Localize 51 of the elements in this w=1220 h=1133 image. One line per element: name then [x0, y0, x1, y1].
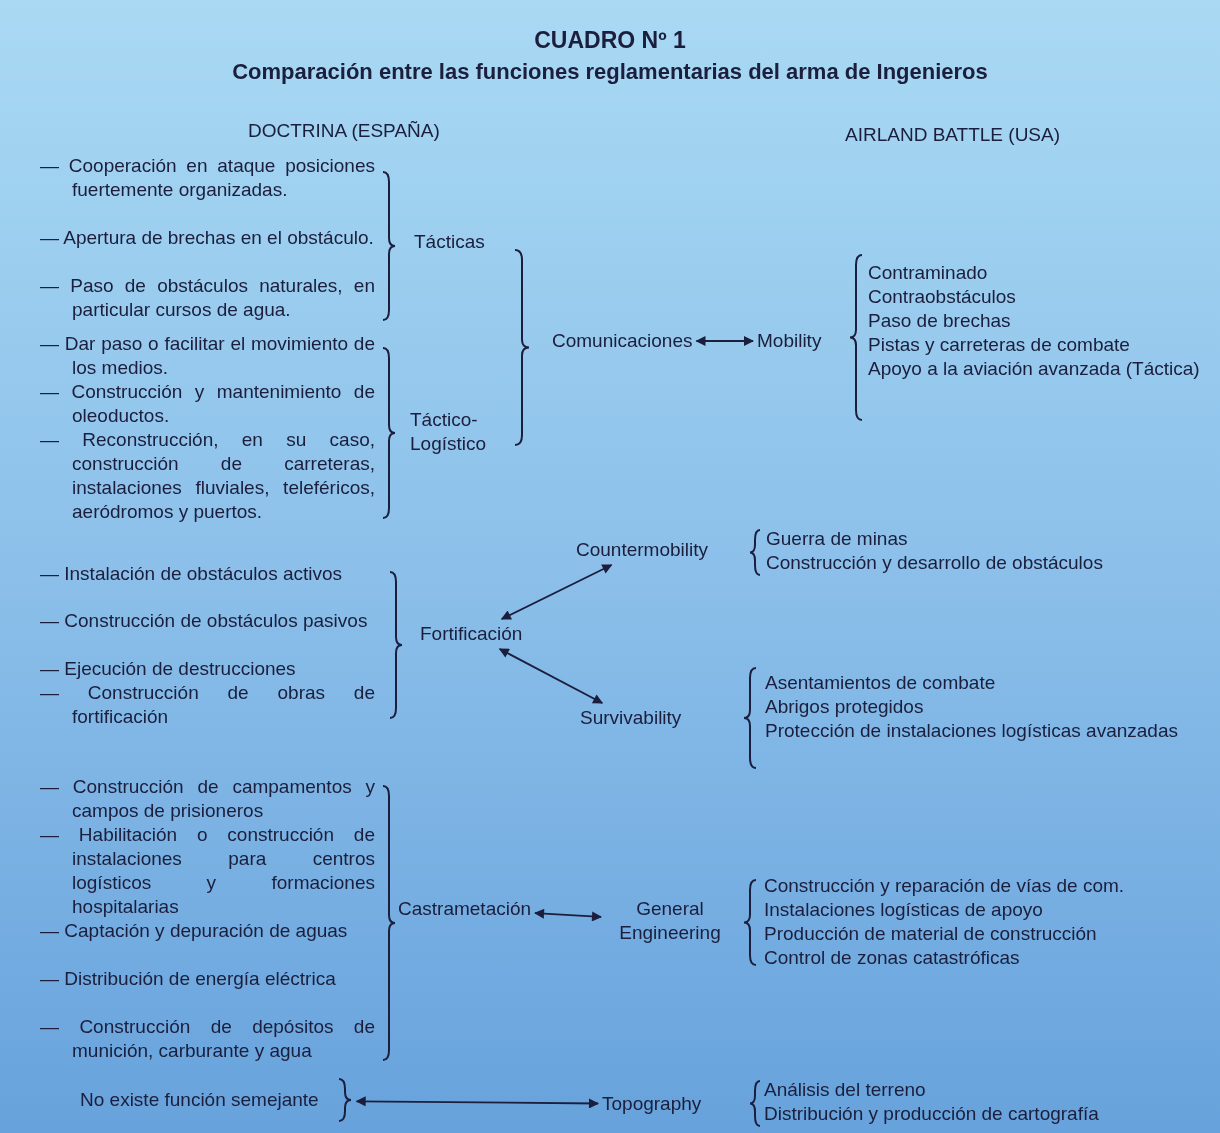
node-label: Comunicaciones [552, 329, 693, 353]
list-item: Construcción y desarrollo de obstáculos [766, 551, 1103, 575]
column-heading: AIRLAND BATTLE (USA) [845, 123, 1061, 147]
node-label: Fortificación [420, 622, 523, 646]
list-item: — Construcción de obstáculos pasivos [40, 609, 369, 633]
node-label: Castrametación [398, 897, 532, 921]
list-item: Contraobstáculos [868, 285, 1016, 309]
list-item: Construcción y reparación de vías de com. [764, 874, 1125, 898]
title: CUADRO Nº 1 [533, 28, 687, 52]
list-item: Distribución y producción de cartografía [764, 1102, 1099, 1126]
list-item: Protección de instalaciones logísticas avanzadas [765, 719, 1179, 743]
double-arrow [498, 648, 604, 704]
list-item: — Construcción y mantenimiento de oleoductos. [40, 380, 375, 428]
list-item: Guerra de minas [766, 527, 908, 551]
list-item: Abrigos protegidos [765, 695, 924, 719]
list-item: Asentamientos de combate [765, 671, 996, 695]
list-item: — Captación y depuración de aguas [40, 919, 349, 943]
list-item: — Habilitación o construcción de instalaciones para centros logísticos y formaciones hospitalarias [40, 823, 375, 919]
list-item: — Instalación de obstáculos activos [40, 562, 344, 586]
double-arrow [534, 908, 602, 922]
list-item: — Construcción de obras de fortificación [40, 681, 375, 729]
list-item: — Dar paso o facilitar el movimiento de los medios. [40, 332, 375, 380]
list-item: — Apertura de brechas en el obstáculo. [40, 226, 375, 250]
list-item: Contraminado [868, 261, 988, 285]
list-item: Control de zonas catastróficas [764, 946, 1020, 970]
node-label: Mobility [757, 329, 822, 353]
node-label: Survivability [580, 706, 682, 730]
list-item: — Distribución de energía eléctrica [40, 967, 337, 991]
double-arrow [695, 336, 754, 346]
category-label: Tácticas [414, 230, 485, 254]
list-item: — Construcción de campamentos y campos de prisioneros [40, 775, 375, 823]
list-item: — Paso de obstáculos naturales, en particular cursos de agua. [40, 274, 375, 322]
node-label: No existe función semejante [80, 1088, 319, 1112]
double-arrow [500, 564, 613, 620]
list-item: Análisis del terreno [764, 1078, 926, 1102]
list-item: — Reconstrucción, en su caso, construcción de carreteras, instalaciones fluviales, teleféricos, aeródromos y puertos. [40, 428, 375, 524]
list-item: Apoyo a la aviación avanzada (Táctica) [868, 357, 1201, 381]
list-item: Instalaciones logísticas de apoyo [764, 898, 1043, 922]
list-item: Pistas y carreteras de combate [868, 333, 1130, 357]
list-item: Producción de material de construcción [764, 922, 1097, 946]
list-item: Paso de brechas [868, 309, 1011, 333]
category-label: Táctico-Logístico [410, 408, 488, 456]
list-item: — Cooperación en ataque posiciones fuertemente organizadas. [40, 154, 375, 202]
node-label: Topography [602, 1092, 702, 1116]
subtitle: Comparación entre las funciones reglamentarias del arma de Ingenieros [231, 60, 989, 84]
column-heading: DOCTRINA (ESPAÑA) [248, 119, 440, 143]
node-label: Countermobility [576, 538, 708, 562]
list-item: — Ejecución de destrucciones [40, 657, 297, 681]
node-label: General Engineering [605, 897, 735, 945]
double-arrow [355, 1096, 599, 1109]
list-item: — Construcción de depósitos de munición, carburante y agua [40, 1015, 375, 1063]
